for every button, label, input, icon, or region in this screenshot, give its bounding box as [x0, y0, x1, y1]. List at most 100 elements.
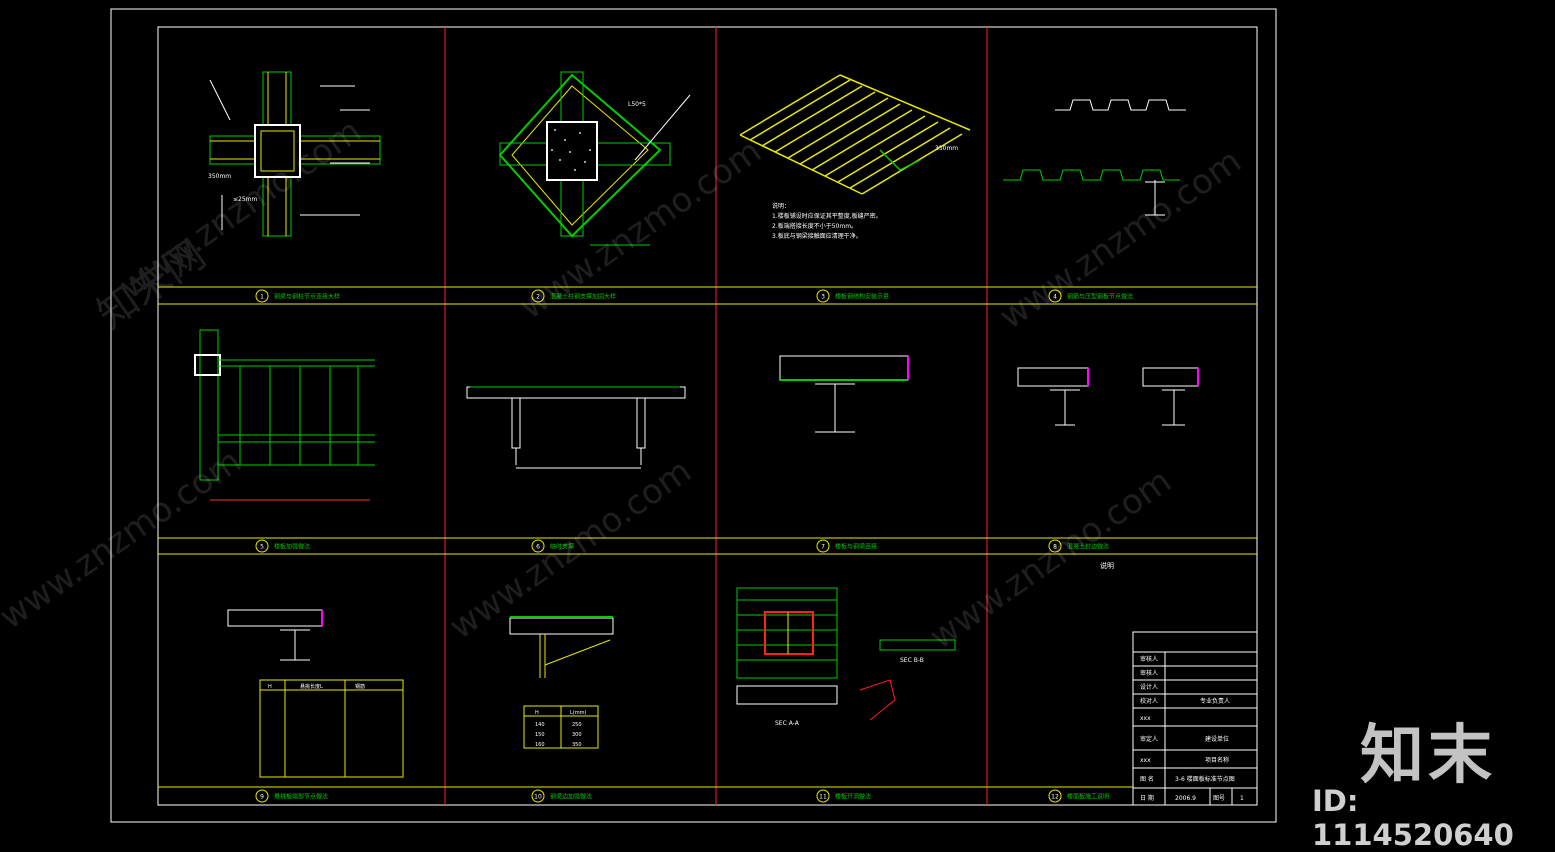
tb-row: xxx	[1140, 715, 1151, 722]
panel-10-drawing	[509, 616, 614, 749]
p10-td: 250	[572, 722, 582, 728]
caption-circle	[816, 289, 830, 303]
caption-number: 3	[821, 294, 825, 301]
title-block-text: 审核人 审核人 设计人 校对人 专业负责人 xxx 审定人 建设单位 xxx 项…	[1140, 655, 1244, 802]
wm-url: www.znzmo.com	[0, 441, 249, 637]
p3-note: 3.板底与钢梁接触面应清理干净。	[772, 232, 862, 240]
panel-5-drawing	[194, 329, 375, 501]
outer-border	[110, 8, 1277, 823]
tb-row: 专业负责人	[1200, 697, 1230, 705]
caption-text: 临时支撑	[550, 543, 574, 551]
tb-row: xxx	[1140, 757, 1151, 764]
watermarks: 知末网 www.znzmo.com www.znzmo.com www.znzm…	[0, 111, 1249, 657]
panel-10-table: H L(mm) 140 250 150 300 160 350	[535, 710, 586, 748]
caption-number: 5	[260, 544, 264, 551]
date-value: 2006.9	[1175, 795, 1196, 802]
caption-number: 1	[260, 294, 264, 301]
caption-text: 楼板加强做法	[274, 543, 310, 551]
caption-text: 楼板与钢梁连接	[835, 543, 877, 551]
caption-text: 楼面板施工说明	[1067, 793, 1109, 801]
p2-dim-1: L50*5	[628, 101, 646, 108]
sheet-label: 图号	[1213, 795, 1225, 802]
caption-circle	[531, 539, 545, 553]
panel-1-labels: 350mm ≤25mm	[208, 173, 258, 203]
p9-th-2: 钢筋	[355, 683, 365, 690]
tb-row: 审核人	[1140, 669, 1158, 677]
caption-text: 钢筋与压型钢板节点做法	[1067, 293, 1133, 301]
p9-th-1: 悬挑长度L	[300, 683, 323, 690]
caption-number: 9	[260, 794, 264, 801]
brand-logo: 知末	[1360, 719, 1496, 793]
p10-th-0: H	[535, 710, 539, 716]
caption-number: 11	[819, 794, 827, 801]
p10-td: 140	[535, 722, 545, 728]
p12-title: 说明	[1100, 561, 1114, 570]
p10-th-1: L(mm)	[570, 710, 586, 716]
tb-row: 项目名称	[1205, 756, 1229, 764]
p3-note: 1.楼板铺设时应保证其平整度,板缝严密。	[772, 212, 882, 220]
caption-number: 10	[534, 794, 542, 801]
panel-12-notes: 说明	[1100, 561, 1114, 570]
tb-row: 审定人	[1140, 735, 1158, 743]
panel-4-drawing	[1003, 99, 1186, 216]
panel-6-drawing	[466, 386, 686, 469]
panel-11-labels: SEC A-A SEC B-B	[775, 657, 924, 727]
title-block	[1132, 631, 1258, 806]
caption-circle	[255, 789, 269, 803]
caption-text: 钢梁与钢柱节点连接大样	[274, 293, 340, 301]
drawing-name: 3-6 楼面板标准节点图	[1175, 775, 1235, 783]
sheet-no: 1	[1240, 795, 1244, 802]
caption-text: 混凝土柱钢支撑加固大样	[550, 293, 616, 301]
wm-url: www.znzmo.com	[922, 461, 1178, 657]
tb-row: 校对人	[1140, 697, 1158, 705]
caption-text: 钢梁边加强做法	[550, 793, 592, 801]
caption-circle	[255, 289, 269, 303]
p11-sec-1: SEC B-B	[900, 657, 924, 664]
tb-row: 设计人	[1140, 683, 1158, 691]
panel-11-drawing	[736, 587, 956, 721]
caption-circle	[816, 539, 830, 553]
p10-td: 150	[535, 732, 545, 738]
p1-dim-2: ≤25mm	[233, 196, 258, 203]
panel-7-drawing	[779, 355, 909, 433]
caption-circle	[816, 789, 830, 803]
panel-3-labels: 350mm 说明： 1.楼板铺设时应保证其平整度,板缝严密。 2.板端搭接长度不…	[772, 145, 958, 240]
tb-row: 审核人	[1140, 655, 1158, 663]
p3-note: 说明：	[772, 202, 790, 210]
caption-number: 12	[1051, 794, 1059, 801]
panel-1-drawing	[209, 71, 381, 237]
caption-text: 楼板开洞做法	[835, 793, 871, 801]
panel-2-labels: L50*5	[628, 101, 646, 108]
p11-sec-0: SEC A-A	[775, 720, 800, 727]
caption-circle	[1048, 789, 1062, 803]
p10-td: 350	[572, 742, 582, 748]
drawing-label: 图 名	[1140, 775, 1154, 783]
caption-circle	[531, 789, 545, 803]
caption-circle	[255, 539, 269, 553]
panel-3-drawing	[739, 74, 971, 195]
date-label: 日 期	[1140, 794, 1154, 802]
caption-bands	[158, 286, 1257, 788]
concrete-hatch	[551, 129, 591, 171]
panel-9-drawing	[227, 609, 404, 778]
caption-circle	[531, 289, 545, 303]
p10-td: 300	[572, 732, 582, 738]
brand-id: ID: 1114520640	[1312, 784, 1514, 852]
p3-dim-1: 350mm	[935, 145, 958, 152]
caption-circle	[1048, 289, 1062, 303]
caption-circle	[1048, 539, 1062, 553]
panel-8-drawing	[1017, 367, 1199, 426]
p10-td: 160	[535, 742, 545, 748]
caption-number: 2	[536, 294, 540, 301]
panel-9-table-header: H 悬挑长度L 钢筋	[268, 683, 365, 690]
panel-2-drawing	[498, 71, 691, 246]
caption-text: 悬挑板端部节点做法	[274, 793, 328, 801]
caption-number: 7	[821, 544, 825, 551]
caption-text: 楼板钢结构安装示意	[835, 293, 889, 301]
inner-border	[157, 26, 1258, 806]
p3-note: 2.板端搭接长度不小于50mm。	[772, 222, 857, 230]
p1-dim-1: 350mm	[208, 173, 231, 180]
caption-number: 6	[536, 544, 540, 551]
